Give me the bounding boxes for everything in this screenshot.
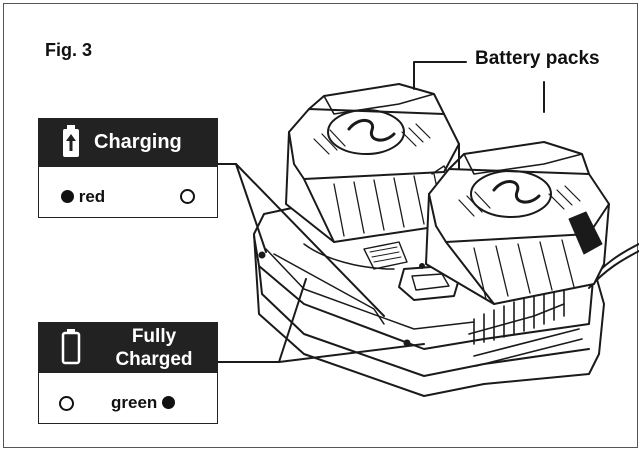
led-empty-dot <box>180 189 195 204</box>
charging-panel-header: Charging <box>39 119 217 167</box>
charging-leaders <box>216 163 385 317</box>
battery-packs-leaders <box>413 61 545 113</box>
led-empty-dot <box>59 396 74 411</box>
green-led-indicator: green <box>111 393 176 413</box>
fully-charged-title: Fully Charged <box>95 325 213 371</box>
red-led-indicator: red <box>61 187 105 207</box>
led-off-indicator <box>180 187 195 207</box>
green-led-label: green <box>111 393 158 412</box>
fully-charged-panel-body: green <box>39 373 217 423</box>
charging-title: Charging <box>94 131 182 153</box>
fully-charged-panel: Fully Charged green <box>38 322 218 424</box>
charging-panel: Charging red <box>38 118 218 218</box>
charger-illustration <box>216 61 639 397</box>
figure-frame: Fig. 3 Battery packs Charging red <box>3 3 639 448</box>
led-filled-dot <box>162 396 176 409</box>
led-filled-dot <box>61 190 74 203</box>
fully-charged-title-line2: Charged <box>115 349 193 370</box>
fully-charged-panel-header: Fully Charged <box>39 323 217 373</box>
battery-packs-label: Battery packs <box>475 48 600 69</box>
battery-pack-right <box>425 141 610 305</box>
fully-charged-leaders <box>216 278 425 363</box>
battery-full-icon <box>61 329 81 365</box>
battery-charging-icon <box>63 125 79 157</box>
figure-title: Fig. 3 <box>45 40 93 60</box>
fully-charged-title-line1: Fully <box>131 326 177 347</box>
charging-panel-body: red <box>39 167 217 217</box>
red-led-label: red <box>78 187 106 206</box>
vent-slots <box>468 285 583 367</box>
led-off-indicator <box>59 394 74 414</box>
